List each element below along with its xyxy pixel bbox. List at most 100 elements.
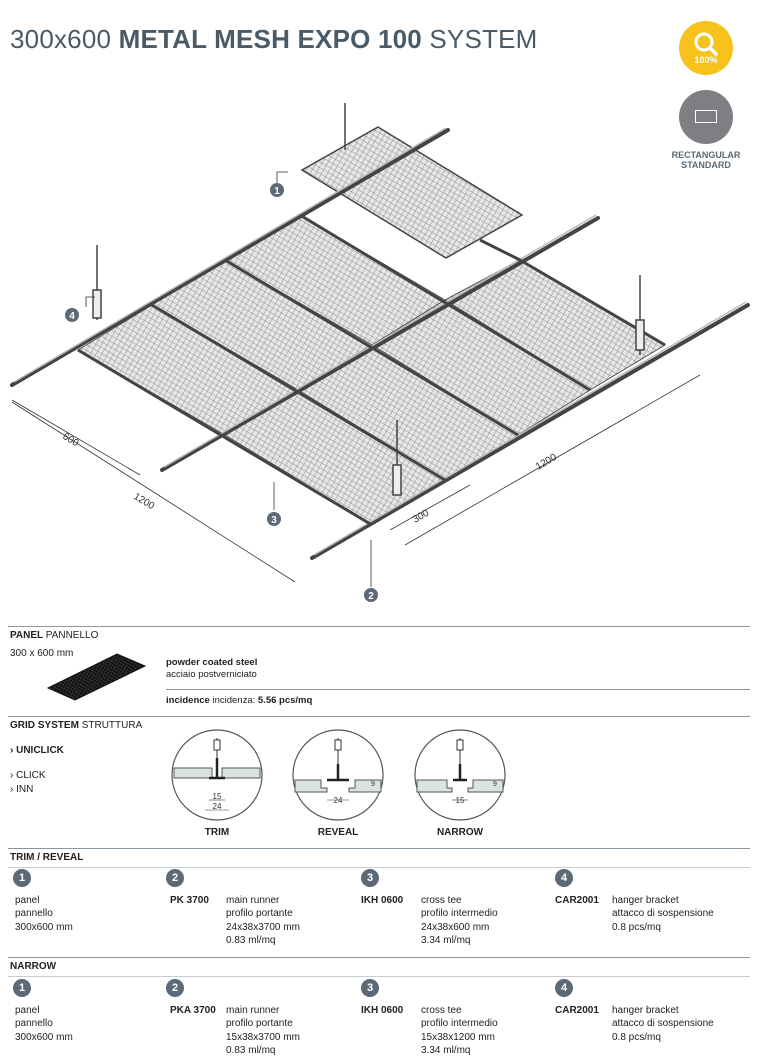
callout-4: 4 <box>69 311 75 322</box>
badge-rectangular <box>679 90 733 144</box>
main-runner-highlights <box>13 127 747 556</box>
reveal-dim-a: 24 <box>334 796 343 805</box>
grid-heading: GRID SYSTEM STRUTTURA <box>10 720 143 731</box>
divider <box>166 689 750 690</box>
ceiling-isometric-drawing: 600 1200 1200 300 1 4 3 2 <box>10 103 750 602</box>
grid-option-click: › CLICK <box>10 770 46 781</box>
cross-tees <box>77 213 666 527</box>
trim-dim-a: 15 <box>213 792 222 801</box>
item-qty: 0.83 ml/mq <box>226 935 276 946</box>
callout-leaders <box>85 171 372 587</box>
divider <box>8 848 750 849</box>
main-runner <box>160 216 600 472</box>
item-name-it: profilo intermedio <box>421 908 498 919</box>
panel-material-it: acciaio postverniciato <box>166 669 257 680</box>
item-number: 1 <box>13 979 31 997</box>
item-qty: 3.34 ml/mq <box>421 1045 471 1056</box>
item-name-it: profilo portante <box>226 908 293 919</box>
item-name: main runner <box>226 1005 280 1016</box>
badge-rectangular-label: RECTANGULAR STANDARD <box>660 150 752 170</box>
item-name: panel <box>15 895 40 906</box>
item-name: cross tee <box>421 895 462 906</box>
title-product: METAL MESH EXPO 100 <box>118 24 422 54</box>
detail-reveal: 24 9 <box>292 729 384 821</box>
detail-trim: 15 24 <box>171 729 263 821</box>
item-number: 3 <box>361 979 379 997</box>
dim-300: 300 <box>411 508 431 526</box>
item-name: cross tee <box>421 1005 462 1016</box>
trim-dim-b: 24 <box>213 802 222 811</box>
badge-label-line-2: STANDARD <box>681 160 731 170</box>
item-number: 1 <box>13 869 31 887</box>
detail-narrow-label: NARROW <box>436 827 484 838</box>
detail-trim-label: TRIM <box>204 827 230 838</box>
badge-percent-text: 100% <box>694 55 718 65</box>
item-spec: 0.8 pcs/mq <box>612 1032 661 1043</box>
panel-size: 300 x 600 mm <box>10 648 74 659</box>
item-code: PK 3700 <box>170 895 209 906</box>
divider <box>8 976 750 977</box>
table-heading-narrow: NARROW <box>10 961 57 972</box>
item-name-it: pannello <box>15 908 53 919</box>
item-code: IKH 0600 <box>361 1005 404 1016</box>
hangers <box>92 245 645 496</box>
item-spec: 24x38x600 mm <box>421 922 490 933</box>
callout-markers: 1 4 3 2 <box>65 183 378 602</box>
item-spec: 300x600 mm <box>15 1032 73 1043</box>
detail-narrow: 15 9 <box>414 729 506 821</box>
narrow-dim-v: 9 <box>493 781 497 788</box>
panel-heading: PANEL PANNELLO <box>10 630 99 641</box>
item-code: CAR2001 <box>555 895 599 906</box>
main-runners <box>10 128 750 560</box>
mesh-panels <box>77 214 666 526</box>
item-name-it: attacco di sospensione <box>612 908 714 919</box>
divider <box>8 957 750 958</box>
item-qty: 3.34 ml/mq <box>421 935 471 946</box>
reveal-dim-v: 9 <box>371 781 375 788</box>
title-size: 300x600 <box>10 24 119 54</box>
dim-1200-left: 1200 <box>131 491 156 512</box>
callout-2: 2 <box>368 591 374 602</box>
badge-label-line-1: RECTANGULAR <box>671 150 741 160</box>
item-code: CAR2001 <box>555 1005 599 1016</box>
table-heading-trim-reveal: TRIM / REVEAL <box>10 852 84 863</box>
item-number: 4 <box>555 979 573 997</box>
grid-option-inn: › INN <box>10 784 34 795</box>
item-spec: 24x38x3700 mm <box>226 922 300 933</box>
panel-thumbnail <box>46 653 147 701</box>
item-name: hanger bracket <box>612 895 679 906</box>
divider <box>8 626 750 627</box>
item-number: 3 <box>361 869 379 887</box>
item-spec: 15x38x3700 mm <box>226 1032 300 1043</box>
item-name-it: attacco di sospensione <box>612 1018 714 1029</box>
badge-100-percent: 100% <box>679 21 733 75</box>
item-name: main runner <box>226 895 280 906</box>
callout-1: 1 <box>274 186 280 197</box>
panel-material: powder coated steel <box>166 657 258 668</box>
item-spec: 300x600 mm <box>15 922 73 933</box>
callout-3: 3 <box>271 515 277 526</box>
incidence-row: incidence incidenza: 5.56 pcs/mq <box>166 695 313 706</box>
title-system: SYSTEM <box>421 24 538 54</box>
item-name: panel <box>15 1005 40 1016</box>
dim-600: 600 <box>60 431 80 449</box>
item-name-it: profilo intermedio <box>421 1018 498 1029</box>
item-name: hanger bracket <box>612 1005 679 1016</box>
dimension-lines <box>11 374 701 583</box>
narrow-dim-a: 15 <box>456 796 465 805</box>
detail-reveal-label: REVEAL <box>317 827 359 838</box>
page-title: 300x600 METAL MESH EXPO 100 SYSTEM <box>10 24 537 55</box>
grid-option-uniclick: › UNICLICK <box>10 745 64 756</box>
panel-lifted <box>300 126 524 259</box>
item-number: 2 <box>166 869 184 887</box>
divider <box>8 716 750 717</box>
item-number: 4 <box>555 869 573 887</box>
item-code: IKH 0600 <box>361 895 404 906</box>
item-spec: 15x38x1200 mm <box>421 1032 495 1043</box>
magnifier-icon <box>694 32 718 56</box>
item-name-it: profilo portante <box>226 1018 293 1029</box>
rectangle-icon <box>695 110 717 123</box>
main-runner <box>10 128 450 387</box>
item-code: PKA 3700 <box>170 1005 216 1016</box>
main-runner <box>310 303 750 560</box>
